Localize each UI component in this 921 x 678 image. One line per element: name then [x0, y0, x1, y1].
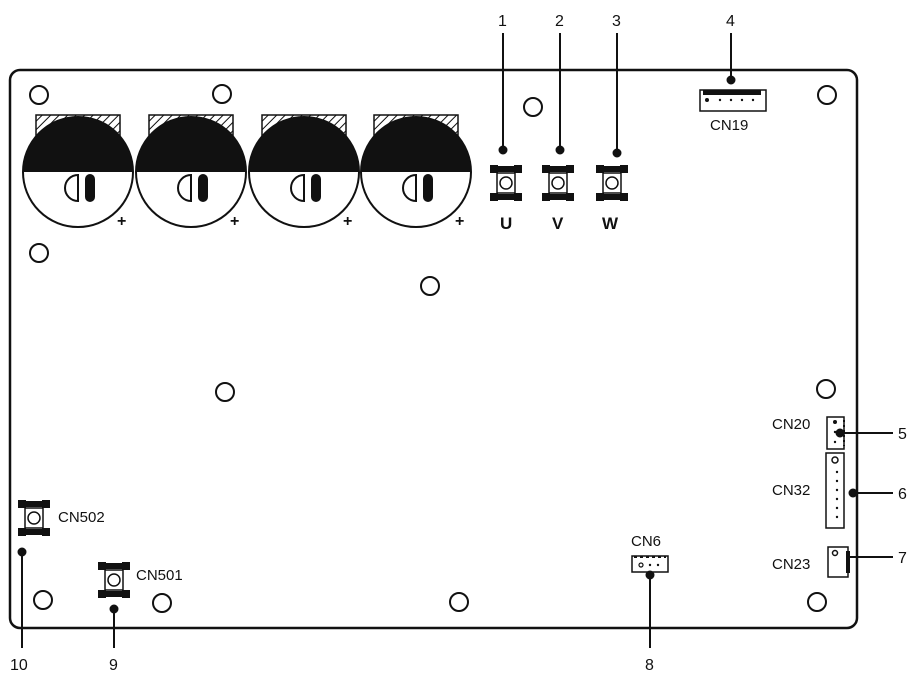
phase-terminals: U V W — [490, 165, 628, 233]
terminal-v — [542, 165, 574, 201]
phase-label-v: V — [552, 214, 564, 233]
connector-cn32 — [825, 452, 845, 529]
label-cn6: CN6 — [631, 533, 661, 550]
label-cn23: CN23 — [772, 556, 810, 573]
polarity-mark: + — [455, 213, 464, 230]
mounting-hole — [807, 592, 827, 612]
callout-numbers: 1 2 3 4 5 6 7 8 9 10 — [10, 13, 907, 674]
label-cn501: CN501 — [136, 567, 183, 584]
callout-4: 4 — [726, 13, 735, 30]
connector-cn23 — [827, 546, 850, 578]
label-cn32: CN32 — [772, 482, 810, 499]
callout-1: 1 — [498, 13, 507, 30]
mounting-hole — [152, 593, 172, 613]
polarity-mark: + — [117, 213, 126, 230]
terminal-cn502 — [18, 500, 50, 536]
mounting-hole — [816, 379, 836, 399]
polarity-mark: + — [230, 213, 239, 230]
mounting-holes — [29, 84, 837, 613]
callout-2: 2 — [555, 13, 564, 30]
polarity-mark: + — [343, 213, 352, 230]
phase-label-w: W — [602, 214, 619, 233]
connector-cn19 — [699, 89, 767, 112]
capacitor: + — [135, 114, 247, 230]
callout-10: 10 — [10, 657, 28, 674]
mounting-hole — [523, 97, 543, 117]
callout-6: 6 — [898, 486, 907, 503]
connector-cn6 — [631, 555, 669, 573]
capacitor: + — [360, 114, 472, 230]
phase-label-u: U — [500, 214, 512, 233]
mounting-hole — [420, 276, 440, 296]
callout-8: 8 — [645, 657, 654, 674]
label-cn502: CN502 — [58, 509, 105, 526]
capacitor: + — [22, 114, 134, 230]
mounting-hole — [29, 85, 49, 105]
label-cn19: CN19 — [710, 117, 748, 134]
mounting-hole — [29, 243, 49, 263]
callout-3: 3 — [612, 13, 621, 30]
capacitor: + — [248, 114, 360, 230]
callout-9: 9 — [109, 657, 118, 674]
mounting-hole — [449, 592, 469, 612]
mounting-hole — [212, 84, 232, 104]
connector-labels: CN19 CN20 CN32 CN23 CN6 CN501 CN502 — [58, 117, 810, 584]
mounting-hole — [817, 85, 837, 105]
terminal-u — [490, 165, 522, 201]
terminal-cn501 — [98, 562, 130, 598]
callout-5: 5 — [898, 426, 907, 443]
label-cn20: CN20 — [772, 416, 810, 433]
leader-lines — [17, 33, 893, 648]
mounting-hole — [33, 590, 53, 610]
callout-7: 7 — [898, 550, 907, 567]
capacitors: + + + + — [22, 114, 472, 230]
terminal-w — [596, 165, 628, 201]
mounting-hole — [215, 382, 235, 402]
